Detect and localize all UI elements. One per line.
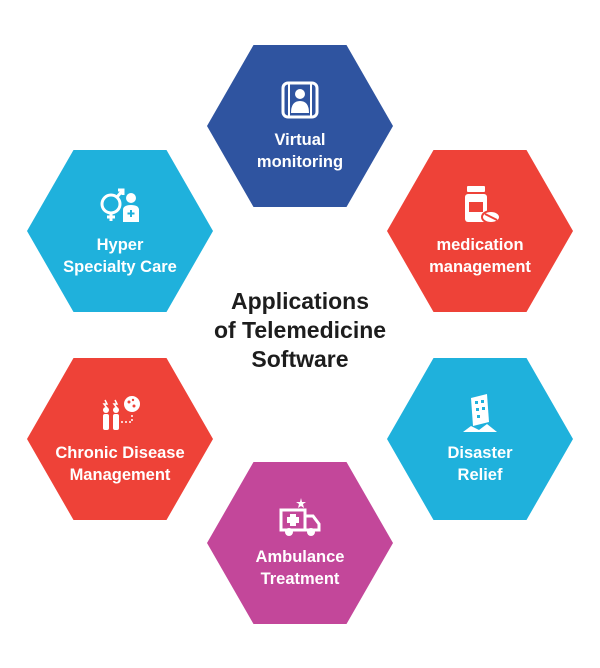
hex-label-ambulance-treatment: Ambulance Treatment bbox=[255, 548, 345, 588]
page-title: Applications of Telemedicine Software bbox=[213, 288, 387, 372]
ambulance-icon bbox=[279, 498, 321, 536]
pill-bottle-icon bbox=[465, 186, 501, 224]
person-in-frame-icon bbox=[281, 81, 319, 119]
hex-ambulance-treatment: Ambulance Treatment bbox=[207, 462, 393, 624]
hex-label-disaster-relief: Disaster Relief bbox=[447, 444, 513, 484]
hex-virtual-monitoring: Virtual monitoring bbox=[207, 45, 393, 207]
hex-label-hyper-specialty-care: Hyper Specialty Care bbox=[63, 236, 177, 276]
hex-label-chronic-disease-management: Chronic Disease Management bbox=[55, 444, 185, 484]
hex-label-medication-management: medication management bbox=[429, 236, 531, 276]
hex-medication-management: medication management bbox=[387, 150, 573, 312]
sick-people-virus-icon bbox=[102, 396, 140, 430]
hex-disaster-relief: Disaster Relief bbox=[387, 358, 573, 520]
collapsed-building-icon bbox=[463, 394, 497, 432]
hex-hyper-specialty-care: Hyper Specialty Care bbox=[27, 150, 213, 312]
hex-label-virtual-monitoring: Virtual monitoring bbox=[256, 131, 344, 171]
hex-chronic-disease-management: Chronic Disease Management bbox=[27, 358, 213, 520]
doctor-gender-icon bbox=[100, 188, 139, 222]
